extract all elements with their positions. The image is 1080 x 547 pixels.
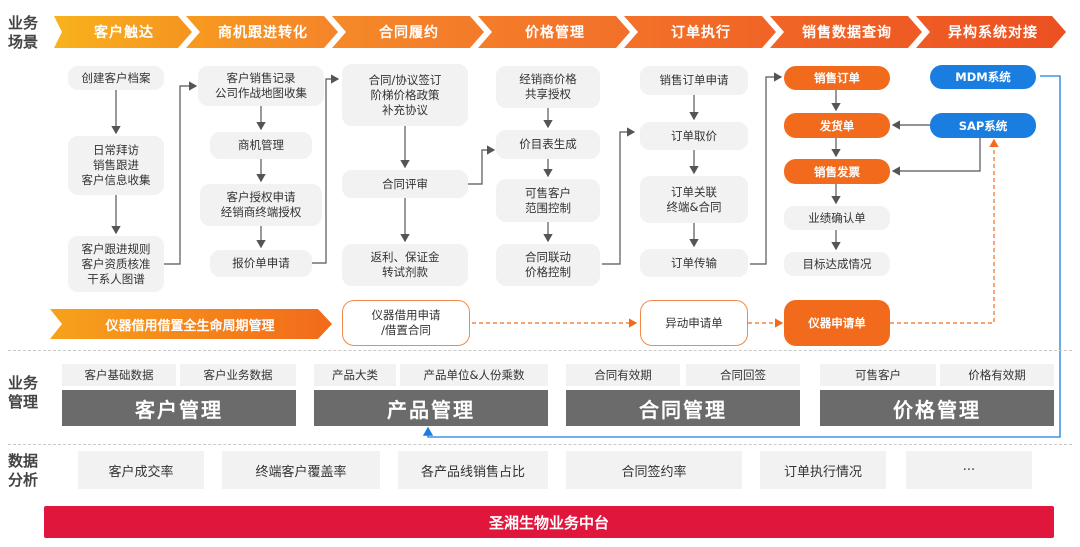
stage-chevron-4: [478, 16, 630, 48]
stage-2: 商机跟进转化: [218, 25, 308, 41]
stage-chevron-2: [186, 16, 338, 48]
node-sales-record: 客户销售记录 公司作战地图收集: [198, 66, 324, 106]
mgmt-product: 产品管理: [314, 390, 548, 426]
lifecycle-banner: 仪器借用借置全生命周期管理: [105, 318, 275, 334]
metric-conversion: 客户成交率: [78, 451, 204, 489]
stage-3: 合同履约: [379, 25, 439, 41]
stage-6: 销售数据查询: [802, 25, 892, 41]
node-change-request: 异动申请单: [640, 300, 748, 346]
row-label-analysis: 数据 分析: [8, 452, 39, 489]
node-order-transfer: 订单传输: [640, 249, 748, 277]
metric-order-execution: 订单执行情况: [760, 451, 886, 489]
metric-coverage: 终端客户覆盖率: [222, 451, 380, 489]
node-target-achievement: 目标达成情况: [784, 252, 890, 276]
mgmt-customer-sub-2: 客户业务数据: [180, 364, 296, 386]
node-auth-request: 客户授权申请 经销商终端授权: [200, 184, 322, 226]
stage-chevron-6: [770, 16, 922, 48]
mgmt-customer-sub-1: 客户基础数据: [62, 364, 176, 386]
node-quotation: 报价单申请: [210, 250, 312, 277]
node-saleable-range: 可售客户 范围控制: [496, 179, 600, 222]
stage-chevron-3: [332, 16, 484, 48]
stage-chevron-5: [624, 16, 776, 48]
node-order-link: 订单关联 终端&合同: [640, 176, 748, 223]
node-mdm-system: MDM系统: [930, 65, 1036, 89]
node-dealer-price: 经销商价格 共享授权: [496, 66, 600, 108]
node-rebate-deposit: 返利、保证金 转试剂款: [342, 244, 468, 286]
platform-footer: 圣湘生物业务中台: [44, 506, 1054, 538]
stage-1: 客户触达: [94, 25, 154, 41]
mgmt-contract-sub-2: 合同回签: [686, 364, 800, 386]
stage-5: 订单执行: [671, 25, 731, 41]
metric-more: ···: [906, 451, 1032, 489]
node-daily-visit: 日常拜访 销售跟进 客户信息收集: [68, 136, 164, 195]
row-label-management: 业务 管理: [8, 374, 39, 411]
node-contract-review: 合同评审: [342, 170, 468, 198]
stage-chevron-1: [54, 16, 192, 48]
mgmt-price-sub-1: 可售客户: [820, 364, 936, 386]
node-performance-confirm: 业绩确认单: [784, 206, 890, 230]
node-instrument-borrow: 仪器借用申请 /借置合同: [342, 300, 470, 346]
separator-2: [8, 444, 1072, 445]
node-contract-price-link: 合同联动 价格控制: [496, 244, 600, 286]
stage-chevron-7: [916, 16, 1066, 48]
node-opportunity: 商机管理: [210, 132, 312, 159]
mgmt-price-sub-2: 价格有效期: [940, 364, 1054, 386]
node-sap-system: SAP系统: [930, 113, 1036, 138]
mgmt-contract: 合同管理: [566, 390, 800, 426]
mgmt-price: 价格管理: [820, 390, 1054, 426]
node-create-customer-file: 创建客户档案: [68, 66, 164, 90]
node-instrument-request: 仪器申请单: [784, 300, 890, 346]
metric-product-share: 各产品线销售占比: [398, 451, 548, 489]
node-pricelist: 价目表生成: [496, 130, 600, 159]
mgmt-product-sub-2: 产品单位&人份乘数: [400, 364, 548, 386]
node-sales-order: 销售订单: [784, 66, 890, 90]
mgmt-product-sub-1: 产品大类: [314, 364, 396, 386]
mgmt-customer: 客户管理: [62, 390, 296, 426]
metric-contract-rate: 合同签约率: [566, 451, 742, 489]
node-order-pricing: 订单取价: [640, 122, 748, 150]
lifecycle-banner-shape: [50, 309, 332, 339]
node-sales-invoice: 销售发票: [784, 159, 890, 184]
mgmt-contract-sub-1: 合同有效期: [566, 364, 680, 386]
node-order-request: 销售订单申请: [640, 66, 748, 95]
row-label-scenario: 业务 场景: [8, 14, 39, 51]
stage-4: 价格管理: [525, 25, 585, 41]
node-delivery-note: 发货单: [784, 113, 890, 138]
stage-7: 异构系统对接: [948, 25, 1038, 41]
node-follow-rules: 客户跟进规则 客户资质核准 干系人图谱: [68, 236, 164, 292]
node-contract-sign: 合同/协议签订 阶梯价格政策 补充协议: [342, 64, 468, 126]
separator-1: [8, 350, 1072, 351]
